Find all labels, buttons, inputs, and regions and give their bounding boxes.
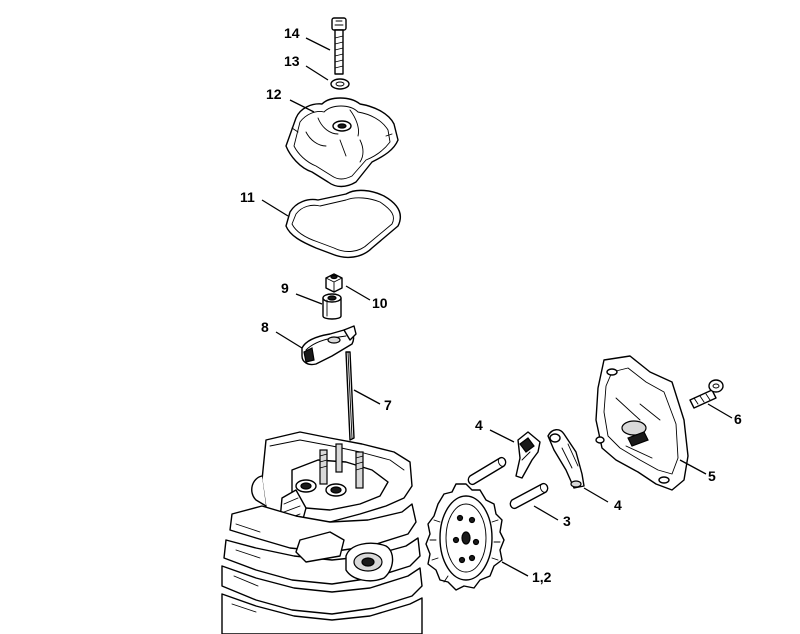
callout-5: 5 bbox=[708, 468, 716, 484]
part-12-valve-cover bbox=[285, 97, 399, 188]
callout-labels: 14 13 12 11 9 10 8 7 4 4 6 5 3 1,2 bbox=[240, 25, 742, 585]
callout-7: 7 bbox=[384, 397, 392, 413]
callout-10: 10 bbox=[372, 295, 388, 311]
callout-3: 3 bbox=[563, 513, 571, 529]
part-11-gasket bbox=[285, 189, 402, 259]
callout-4-lower: 4 bbox=[614, 497, 622, 513]
callout-9: 9 bbox=[281, 280, 289, 296]
part-13-washer bbox=[330, 78, 350, 90]
part-9-spacer bbox=[322, 293, 342, 320]
part-4-lever-a bbox=[515, 431, 541, 479]
cylinder-head-assembly bbox=[221, 431, 423, 634]
part-3-pin-b bbox=[509, 482, 549, 510]
part-10-nut bbox=[325, 273, 343, 293]
part-4-lever-b bbox=[547, 429, 585, 489]
part-3-pin-a bbox=[467, 456, 507, 486]
callout-14: 14 bbox=[284, 25, 300, 41]
part-5-cover-plate bbox=[595, 355, 689, 491]
callout-6: 6 bbox=[734, 411, 742, 427]
callout-11: 11 bbox=[240, 189, 255, 205]
part-14-screw bbox=[331, 17, 347, 75]
part-7-push-rod bbox=[345, 351, 355, 441]
callout-4-upper: 4 bbox=[475, 417, 483, 433]
callout-1-2: 1,2 bbox=[532, 569, 552, 585]
part-6-screw bbox=[689, 379, 724, 409]
part-8-rocker-arm bbox=[301, 325, 357, 366]
leader-lines bbox=[261, 37, 733, 577]
callout-12: 12 bbox=[266, 86, 282, 102]
part-1-2-cam-gear bbox=[425, 483, 505, 591]
callout-13: 13 bbox=[284, 53, 300, 69]
callout-8: 8 bbox=[261, 319, 269, 335]
